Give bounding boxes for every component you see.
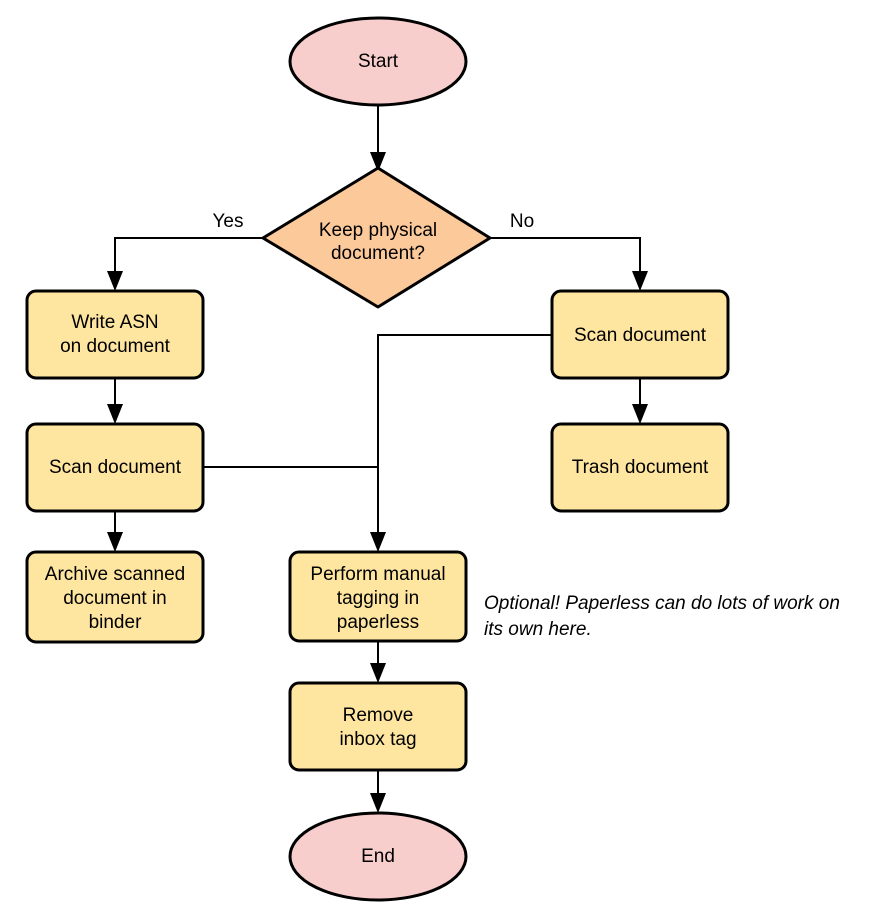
node-write-asn[interactable]: Write ASN on document [25, 289, 205, 380]
edge-start-to-decision [370, 105, 386, 172]
decision-label-line1: Keep physical [319, 220, 437, 241]
write-asn-label-line2: on document [60, 336, 171, 357]
end-label: End [361, 846, 395, 867]
remove-inbox-label-line2: inbox tag [339, 729, 416, 750]
annotation-optional-note: Optional! Paperless can do lots of work … [484, 593, 840, 640]
annotation-line2: its own here. [484, 619, 592, 640]
edge-tagging-to-remove-inbox [370, 641, 386, 683]
remove-inbox-label-line1: Remove [343, 705, 414, 726]
end-ellipse[interactable] [288, 811, 468, 902]
scan-document-left-box[interactable] [25, 422, 205, 513]
scan-document-right-box[interactable] [550, 289, 730, 380]
trash-document-label: Trash document [572, 457, 709, 478]
scan-document-left-label: Scan document [49, 457, 182, 478]
edge-decision-yes-to-write-asn [107, 237, 263, 291]
write-asn-label-line1: Write ASN [71, 312, 158, 333]
annotation-line1: Optional! Paperless can do lots of work … [484, 593, 840, 614]
tagging-label-line2: tagging in [337, 588, 419, 609]
archive-box[interactable] [25, 550, 205, 644]
archive-label-line3: binder [89, 612, 142, 633]
write-asn-box[interactable] [25, 289, 205, 380]
archive-label-line1: Archive scanned [45, 564, 185, 585]
edge-label-no: No [510, 211, 534, 232]
scan-document-right-label: Scan document [574, 325, 707, 346]
edge-scan-right-to-trash [632, 378, 648, 424]
node-decision-keep-physical-document[interactable]: Keep physical document? [261, 166, 492, 309]
archive-label-line2: document in [63, 588, 167, 609]
edge-label-yes: Yes [213, 211, 244, 232]
remove-inbox-tag-box[interactable] [288, 681, 468, 772]
node-trash-document[interactable]: Trash document [550, 422, 730, 513]
edge-scan-left-to-archive [107, 510, 123, 552]
edge-decision-no-to-scan-right [490, 237, 648, 291]
node-remove-inbox-tag[interactable]: Remove inbox tag [288, 681, 468, 772]
start-label: Start [358, 51, 399, 72]
edge-scan-right-to-tagging [370, 334, 552, 552]
node-end[interactable]: End [288, 811, 468, 902]
trash-document-box[interactable] [550, 422, 730, 513]
edge-remove-inbox-to-end [370, 770, 386, 813]
node-scan-document-left[interactable]: Scan document [25, 422, 205, 513]
node-start[interactable]: Start [288, 16, 468, 107]
decision-label-line2: document? [331, 243, 425, 264]
tagging-label-line3: paperless [337, 612, 419, 633]
tagging-label-line1: Perform manual [310, 564, 445, 585]
node-perform-manual-tagging[interactable]: Perform manual tagging in paperless [288, 550, 468, 643]
start-ellipse[interactable] [288, 16, 468, 107]
tagging-box[interactable] [288, 550, 468, 643]
edge-write-asn-to-scan-left [107, 378, 123, 424]
decision-diamond[interactable] [261, 166, 492, 309]
node-archive-scanned-document[interactable]: Archive scanned document in binder [25, 550, 205, 644]
node-scan-document-right[interactable]: Scan document [550, 289, 730, 380]
